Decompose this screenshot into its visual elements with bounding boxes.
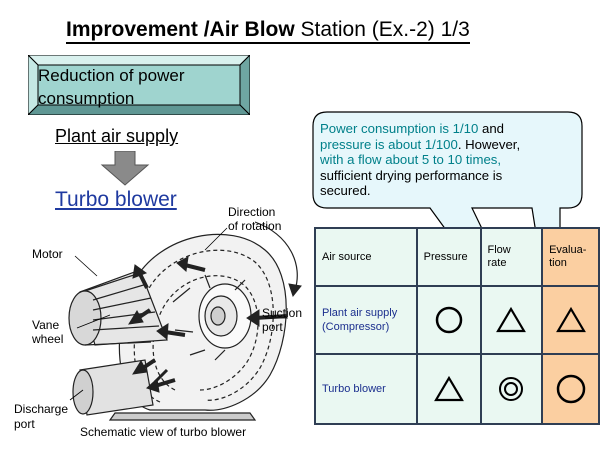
callout-and: and — [478, 121, 505, 136]
title-rest: Station (Ex.-2) 1/3 — [294, 18, 470, 41]
triangle-icon — [496, 306, 527, 333]
reduction-text: Reduction of power consumption — [38, 64, 238, 110]
callout-flow: with a flow about 5 to 10 times, — [320, 152, 502, 167]
motor-label: Motor — [32, 247, 63, 261]
table-row: Turbo blower — [314, 353, 600, 425]
reduction-box — [28, 55, 250, 115]
page-title: Improvement /Air Blow Station (Ex.-2) 1/… — [66, 18, 470, 44]
discharge-label: Discharge — [14, 402, 69, 416]
rotation-label: of rotation — [228, 219, 282, 233]
callout-drying: sufficient drying performance is — [320, 167, 503, 183]
row-pressure — [415, 285, 482, 355]
reduction-line-2: consumption — [38, 89, 135, 108]
turbo-blower-schematic — [68, 221, 302, 421]
triangle-icon — [555, 306, 586, 333]
discharge-port-label: port — [14, 417, 35, 431]
row-flow — [479, 285, 544, 355]
row-source: Plant air supply (Compressor) — [314, 285, 418, 355]
header-evaluation: Evalua- tion — [541, 227, 600, 287]
callout-power: Power consumption is 1/10 — [320, 121, 479, 136]
row-flow — [479, 353, 544, 425]
table-row: Plant air supply (Compressor) — [314, 285, 600, 355]
comparison-table: Air source Pressure Flow rate Evalua- ti… — [314, 227, 600, 425]
double-circle-icon — [499, 377, 524, 401]
callout-secured: secured. — [320, 183, 371, 198]
vane-label: Vane — [32, 318, 60, 332]
row-evaluation — [541, 285, 600, 355]
direction-line1: Direction — [228, 205, 276, 219]
reduction-line-1: Reduction of power — [38, 66, 185, 85]
row-source: Turbo blower — [314, 353, 418, 425]
circle-icon — [556, 374, 585, 404]
down-arrow-icon — [100, 151, 150, 186]
supply-label: Plant air supply — [55, 126, 179, 146]
schematic-caption: Schematic view of turbo blower — [80, 425, 247, 439]
wheel-label: wheel — [32, 332, 64, 346]
header-flow-rate: Flow rate — [479, 227, 544, 287]
callout-pressure: pressure is about 1/100 — [320, 136, 458, 152]
row-evaluation — [541, 353, 600, 425]
header-pressure: Pressure — [415, 227, 482, 287]
title-bold: Improvement /Air Blow — [66, 18, 295, 41]
suction-label: Suction — [262, 306, 303, 320]
turbo-blower-heading: Turbo blower — [55, 188, 177, 211]
title-underline — [66, 42, 470, 44]
callout-text: Power consumption is 1/10 and pressure i… — [320, 121, 558, 199]
port-label: port — [262, 320, 283, 334]
triangle-icon — [433, 375, 464, 402]
header-air-source: Air source — [314, 227, 418, 287]
direction-label: Direction — [228, 205, 275, 219]
row-pressure — [415, 353, 482, 425]
circle-icon — [435, 306, 462, 334]
callout-however: . However, — [457, 136, 521, 152]
